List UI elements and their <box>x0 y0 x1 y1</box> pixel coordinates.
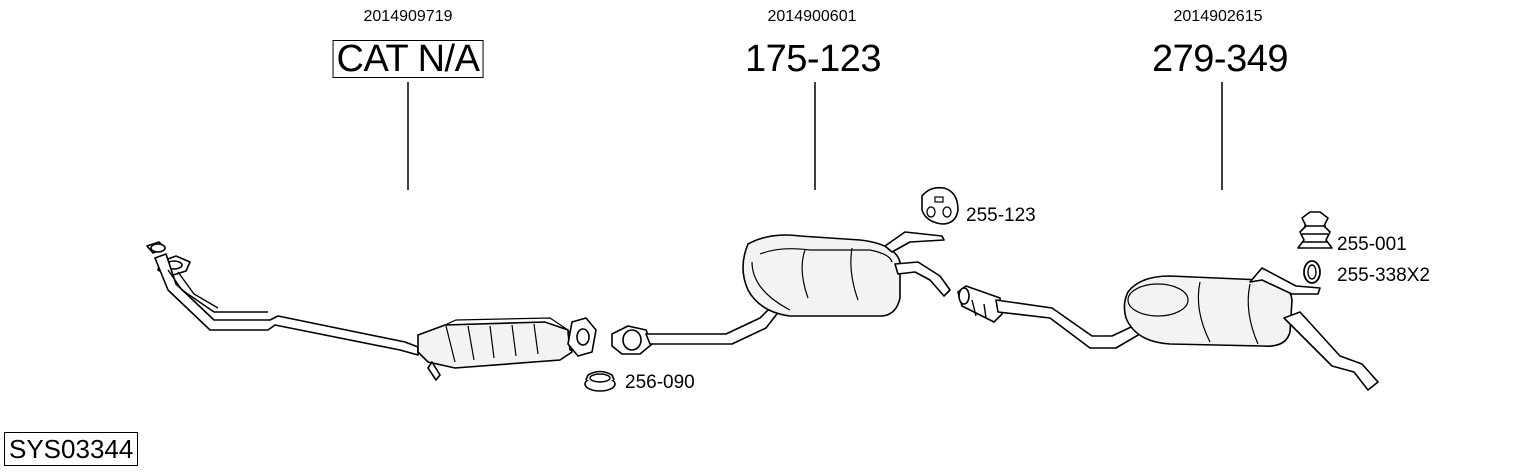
middle-silencer-pipe[interactable] <box>611 231 951 355</box>
system-id-box: SYS03344 <box>4 432 139 466</box>
front-pipe-with-catalyst[interactable] <box>146 241 597 381</box>
accessory-label-clamp[interactable]: 256-090 <box>625 372 695 393</box>
hanger-255-123-icon[interactable] <box>921 186 959 225</box>
rubber-mount-255-001-icon[interactable] <box>1297 211 1333 249</box>
rear-silencer-pipe[interactable] <box>957 267 1379 391</box>
accessory-label-hanger[interactable]: 255-123 <box>966 205 1036 226</box>
section-code-front: 2014909719 <box>363 8 453 25</box>
manifold-flange-icon <box>146 241 191 277</box>
ring-255-338-icon[interactable] <box>1303 260 1321 284</box>
accessory-label-ring[interactable]: 255-338X2 <box>1337 265 1430 286</box>
accessory-label-rubber-mount[interactable]: 255-001 <box>1337 234 1407 255</box>
part-number-front[interactable]: CAT N/A <box>332 40 484 78</box>
part-number-middle[interactable]: 175-123 <box>745 38 881 80</box>
section-code-rear: 2014902615 <box>1173 8 1263 25</box>
section-code-middle: 2014900601 <box>767 8 857 25</box>
clamp-256-090-icon[interactable] <box>584 370 616 392</box>
part-number-rear[interactable]: 279-349 <box>1152 38 1288 80</box>
